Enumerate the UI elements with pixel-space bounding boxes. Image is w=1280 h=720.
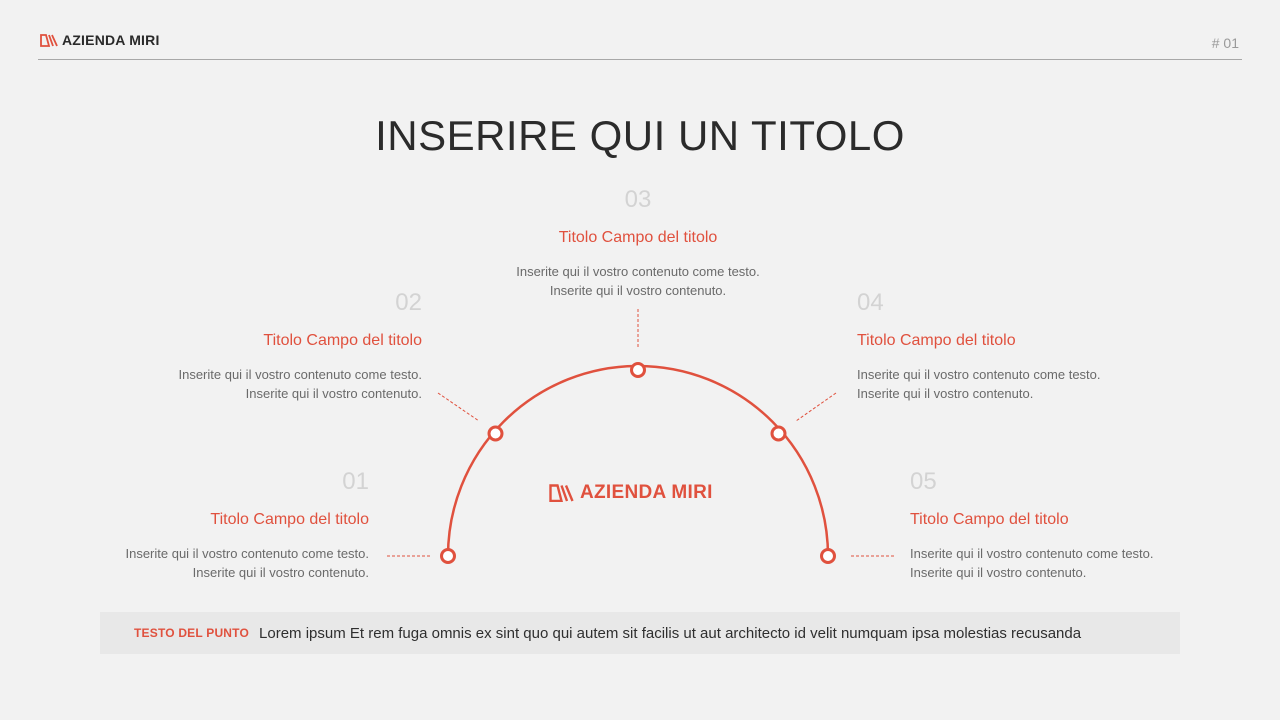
page-title: INSERIRE QUI UN TITOLO <box>375 112 905 159</box>
node-01 <box>440 548 456 564</box>
step-title: Titolo Campo del titolo <box>910 511 1069 528</box>
step-line-2: Inserite qui il vostro contenuto. <box>857 386 1034 401</box>
step-description: Inserite qui il vostro contenuto come te… <box>69 544 369 582</box>
step-03: 03 Titolo Campo del titolo Inserite qui … <box>488 186 788 300</box>
step-title: Titolo Campo del titolo <box>857 332 1016 349</box>
step-05: 05 Titolo Campo del titolo Inserite qui … <box>910 468 1210 582</box>
brand-logo-icon <box>549 484 574 502</box>
step-line-1: Inserite qui il vostro contenuto come te… <box>910 546 1154 561</box>
connector-02 <box>437 392 480 422</box>
node-04 <box>770 425 787 442</box>
step-04: 04 Titolo Campo del titolo Inserite qui … <box>857 289 1157 403</box>
step-line-2: Inserite qui il vostro contenuto. <box>910 565 1087 580</box>
step-description: Inserite qui il vostro contenuto come te… <box>910 544 1210 582</box>
step-line-1: Inserite qui il vostro contenuto come te… <box>857 367 1101 382</box>
step-line-2: Inserite qui il vostro contenuto. <box>549 283 727 298</box>
step-number: 05 <box>910 468 937 495</box>
step-description: Inserite qui il vostro contenuto come te… <box>488 262 788 300</box>
step-01: 01 Titolo Campo del titolo Inserite qui … <box>69 468 369 582</box>
step-title: Titolo Campo del titolo <box>558 229 718 246</box>
center-logo: AZIENDA MIRI <box>549 482 713 504</box>
step-title: Titolo Campo del titolo <box>210 511 369 528</box>
step-number: 01 <box>342 468 369 495</box>
step-line-1: Inserite qui il vostro contenuto come te… <box>516 264 760 279</box>
footer-label: TESTO DEL PUNTO <box>134 626 250 640</box>
step-description: Inserite qui il vostro contenuto come te… <box>857 365 1157 403</box>
step-description: Inserite qui il vostro contenuto come te… <box>122 365 422 403</box>
step-number: 03 <box>624 186 652 213</box>
footer-bar: TESTO DEL PUNTO Lorem ipsum Et rem fuga … <box>100 612 1180 654</box>
step-line-1: Inserite qui il vostro contenuto come te… <box>178 367 422 382</box>
connector-04 <box>795 392 837 422</box>
node-02 <box>487 425 504 442</box>
step-number: 04 <box>857 289 884 316</box>
footer-text: Lorem ipsum Et rem fuga omnis ex sint qu… <box>259 624 1082 642</box>
center-brand-name: AZIENDA MIRI <box>580 482 713 503</box>
node-05 <box>820 548 836 564</box>
step-02: 02 Titolo Campo del titolo Inserite qui … <box>122 289 422 403</box>
step-line-2: Inserite qui il vostro contenuto. <box>192 565 369 580</box>
brand-logo-icon <box>40 33 58 47</box>
header-brand-name: AZIENDA MIRI <box>62 32 160 48</box>
semicircle-arc <box>446 364 830 557</box>
header-divider <box>38 59 1242 60</box>
node-03 <box>630 362 646 378</box>
step-number: 02 <box>395 289 422 316</box>
step-line-1: Inserite qui il vostro contenuto come te… <box>125 546 369 561</box>
step-title: Titolo Campo del titolo <box>263 332 422 349</box>
page-number: # 01 <box>1211 35 1239 51</box>
header-logo: AZIENDA MIRI <box>40 32 160 48</box>
step-line-2: Inserite qui il vostro contenuto. <box>245 386 422 401</box>
